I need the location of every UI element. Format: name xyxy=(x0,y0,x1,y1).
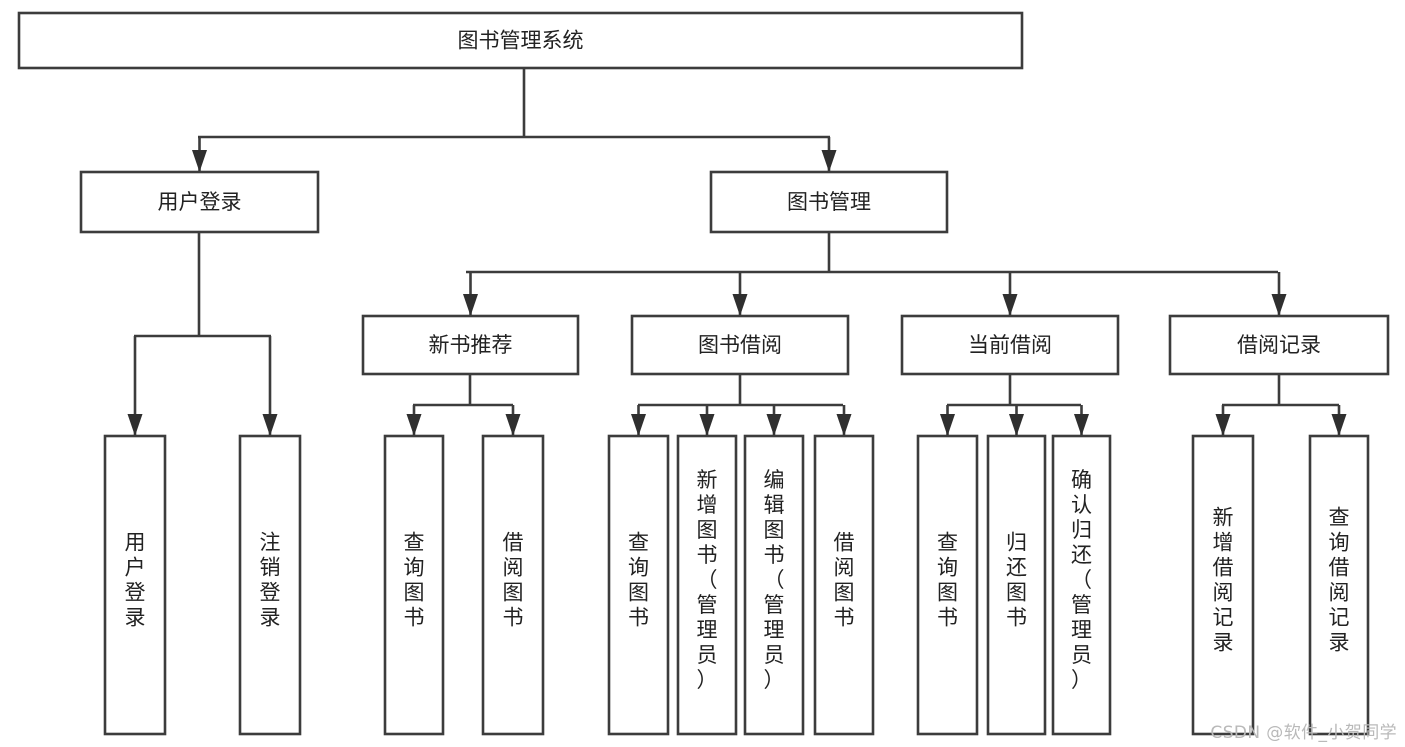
node-label-leaf-logout-login: 注销登录 xyxy=(260,531,281,630)
node-leaf-query-book-current[interactable]: 查询图书 xyxy=(916,434,979,736)
arrow-head-icon xyxy=(940,414,955,436)
node-box-leaf-add-book[interactable] xyxy=(676,434,738,736)
node-box-leaf-query-book-current[interactable] xyxy=(916,434,979,736)
node-label-leaf-edit-book: 编辑图书（管理员） xyxy=(764,468,785,692)
arrow-head-icon xyxy=(505,414,521,436)
node-label-book-borrow: 图书借阅 xyxy=(698,333,782,357)
node-leaf-borrow-book-recommend[interactable]: 借阅图书 xyxy=(481,434,545,736)
node-box-leaf-query-book-recommend[interactable] xyxy=(383,434,445,736)
node-label-leaf-borrow-book-recommend: 借阅图书 xyxy=(503,531,524,630)
node-leaf-confirm-return[interactable]: 确认归还（管理员） xyxy=(1051,434,1112,736)
node-root[interactable]: 图书管理系统 xyxy=(17,11,1024,70)
node-label-leaf-confirm-return: 确认归还（管理员） xyxy=(1071,468,1092,692)
arrow-head-icon xyxy=(836,414,852,436)
node-label-leaf-query-book-current: 查询图书 xyxy=(937,531,958,630)
node-box-leaf-query-book-borrow[interactable] xyxy=(607,434,670,736)
node-leaf-edit-book[interactable]: 编辑图书（管理员） xyxy=(743,434,805,736)
node-label-user-login: 用户登录 xyxy=(158,190,242,214)
node-box-user-login[interactable] xyxy=(79,170,320,234)
node-current-borrow[interactable]: 当前借阅 xyxy=(900,314,1120,376)
node-label-leaf-return-book: 归还图书 xyxy=(1006,531,1027,630)
node-box-leaf-edit-book[interactable] xyxy=(743,434,805,736)
node-box-leaf-return-book[interactable] xyxy=(986,434,1047,736)
node-box-leaf-borrow-book[interactable] xyxy=(813,434,875,736)
arrow-head-icon xyxy=(463,294,478,316)
node-label-new-book-recommend: 新书推荐 xyxy=(429,333,513,357)
connector-layer xyxy=(127,68,1347,436)
arrow-head-icon xyxy=(192,150,207,172)
node-box-leaf-confirm-return[interactable] xyxy=(1051,434,1112,736)
node-label-leaf-borrow-book: 借阅图书 xyxy=(834,531,855,630)
node-leaf-logout-login[interactable]: 注销登录 xyxy=(238,434,302,736)
arrow-head-icon xyxy=(821,150,837,172)
node-box-root[interactable] xyxy=(17,11,1024,70)
node-leaf-return-book[interactable]: 归还图书 xyxy=(986,434,1047,736)
node-label-leaf-query-borrow-record: 查询借阅记录 xyxy=(1329,506,1350,655)
node-box-book-borrow[interactable] xyxy=(630,314,850,376)
node-leaf-add-borrow-record[interactable]: 新增借阅记录 xyxy=(1191,434,1255,736)
node-label-book-manage: 图书管理 xyxy=(787,190,871,214)
arrow-head-icon xyxy=(1215,414,1231,436)
node-box-new-book-recommend[interactable] xyxy=(361,314,580,376)
arrow-head-icon xyxy=(127,414,143,436)
node-label-borrow-record: 借阅记录 xyxy=(1237,333,1321,357)
node-label-leaf-user-login: 用户登录 xyxy=(125,531,146,630)
arrow-head-icon xyxy=(1331,414,1347,436)
node-box-leaf-query-borrow-record[interactable] xyxy=(1308,434,1370,736)
node-label-leaf-add-book: 新增图书（管理员） xyxy=(697,468,718,692)
arrow-head-icon xyxy=(732,294,748,316)
node-box-leaf-user-login[interactable] xyxy=(103,434,167,736)
arrow-head-icon xyxy=(262,414,278,436)
arrow-head-icon xyxy=(1009,414,1024,436)
node-layer: 图书管理系统用户登录图书管理新书推荐图书借阅当前借阅借阅记录用户登录注销登录查询… xyxy=(17,11,1390,736)
node-box-book-manage[interactable] xyxy=(709,170,949,234)
node-leaf-query-book-borrow[interactable]: 查询图书 xyxy=(607,434,670,736)
node-label-root: 图书管理系统 xyxy=(458,29,584,53)
node-label-leaf-query-book-borrow: 查询图书 xyxy=(628,531,649,630)
arrow-head-icon xyxy=(766,414,782,436)
node-leaf-query-borrow-record[interactable]: 查询借阅记录 xyxy=(1308,434,1370,736)
node-box-borrow-record[interactable] xyxy=(1168,314,1390,376)
node-borrow-record[interactable]: 借阅记录 xyxy=(1168,314,1390,376)
node-label-leaf-add-borrow-record: 新增借阅记录 xyxy=(1213,506,1234,655)
node-leaf-user-login[interactable]: 用户登录 xyxy=(103,434,167,736)
csdn-watermark: CSDN @软件_小贺同学 xyxy=(1210,723,1397,743)
arrow-head-icon xyxy=(406,414,422,436)
node-leaf-add-book[interactable]: 新增图书（管理员） xyxy=(676,434,738,736)
arrow-head-icon xyxy=(1002,294,1018,316)
node-label-current-borrow: 当前借阅 xyxy=(968,333,1052,357)
node-box-leaf-borrow-book-recommend[interactable] xyxy=(481,434,545,736)
node-new-book-recommend[interactable]: 新书推荐 xyxy=(361,314,580,376)
node-leaf-borrow-book[interactable]: 借阅图书 xyxy=(813,434,875,736)
node-box-leaf-add-borrow-record[interactable] xyxy=(1191,434,1255,736)
node-book-manage[interactable]: 图书管理 xyxy=(709,170,949,234)
node-label-leaf-query-book-recommend: 查询图书 xyxy=(404,531,425,630)
node-book-borrow[interactable]: 图书借阅 xyxy=(630,314,850,376)
arrow-head-icon xyxy=(631,414,646,436)
node-box-leaf-logout-login[interactable] xyxy=(238,434,302,736)
node-box-current-borrow[interactable] xyxy=(900,314,1120,376)
arrow-head-icon xyxy=(699,414,715,436)
arrow-head-icon xyxy=(1074,414,1089,436)
arrow-head-icon xyxy=(1271,294,1287,316)
node-user-login[interactable]: 用户登录 xyxy=(79,170,320,234)
node-leaf-query-book-recommend[interactable]: 查询图书 xyxy=(383,434,445,736)
